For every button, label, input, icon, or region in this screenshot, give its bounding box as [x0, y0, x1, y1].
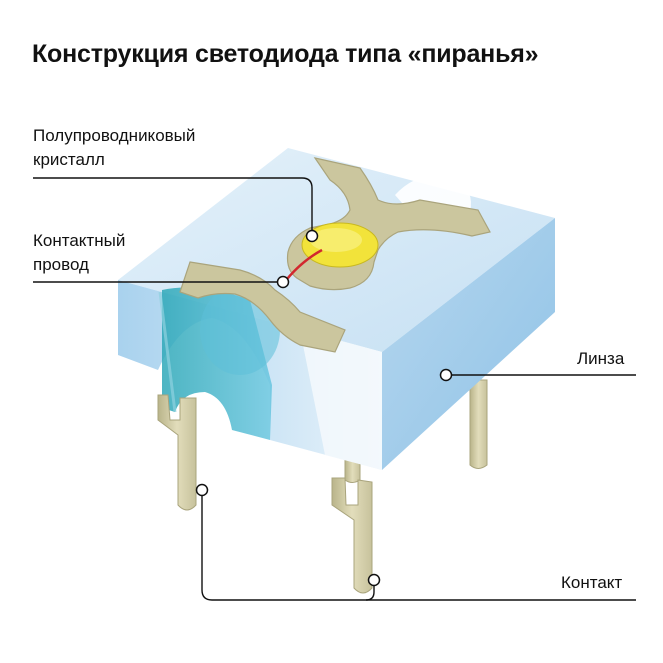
label-wire-line1: Контактный [33, 231, 126, 250]
body-right-face [382, 218, 555, 470]
marker-wire [276, 275, 290, 289]
label-crystal-line1: Полупроводниковый [33, 126, 196, 145]
label-wire-line2: провод [33, 255, 89, 274]
leader-lines [33, 177, 636, 601]
diagram-title: Конструкция светодиода типа «пиранья» [32, 40, 539, 68]
label-crystal-line2: кристалл [33, 150, 105, 169]
body-highlight [300, 330, 382, 470]
marker-contact-right [367, 573, 381, 587]
markers [195, 229, 453, 587]
marker-lens [439, 368, 453, 382]
marker-contact-left [195, 483, 209, 497]
front-pins [157, 394, 373, 594]
label-wire: Контактный провод [33, 229, 125, 277]
leader-contact [201, 490, 636, 601]
label-lens: Линза [577, 349, 625, 368]
label-contact: Контакт [561, 573, 623, 592]
label-crystal: Полупроводниковый кристалл [33, 124, 195, 172]
leader-contact-branch [365, 580, 375, 601]
leader-crystal [33, 177, 313, 236]
marker-crystal [305, 229, 319, 243]
